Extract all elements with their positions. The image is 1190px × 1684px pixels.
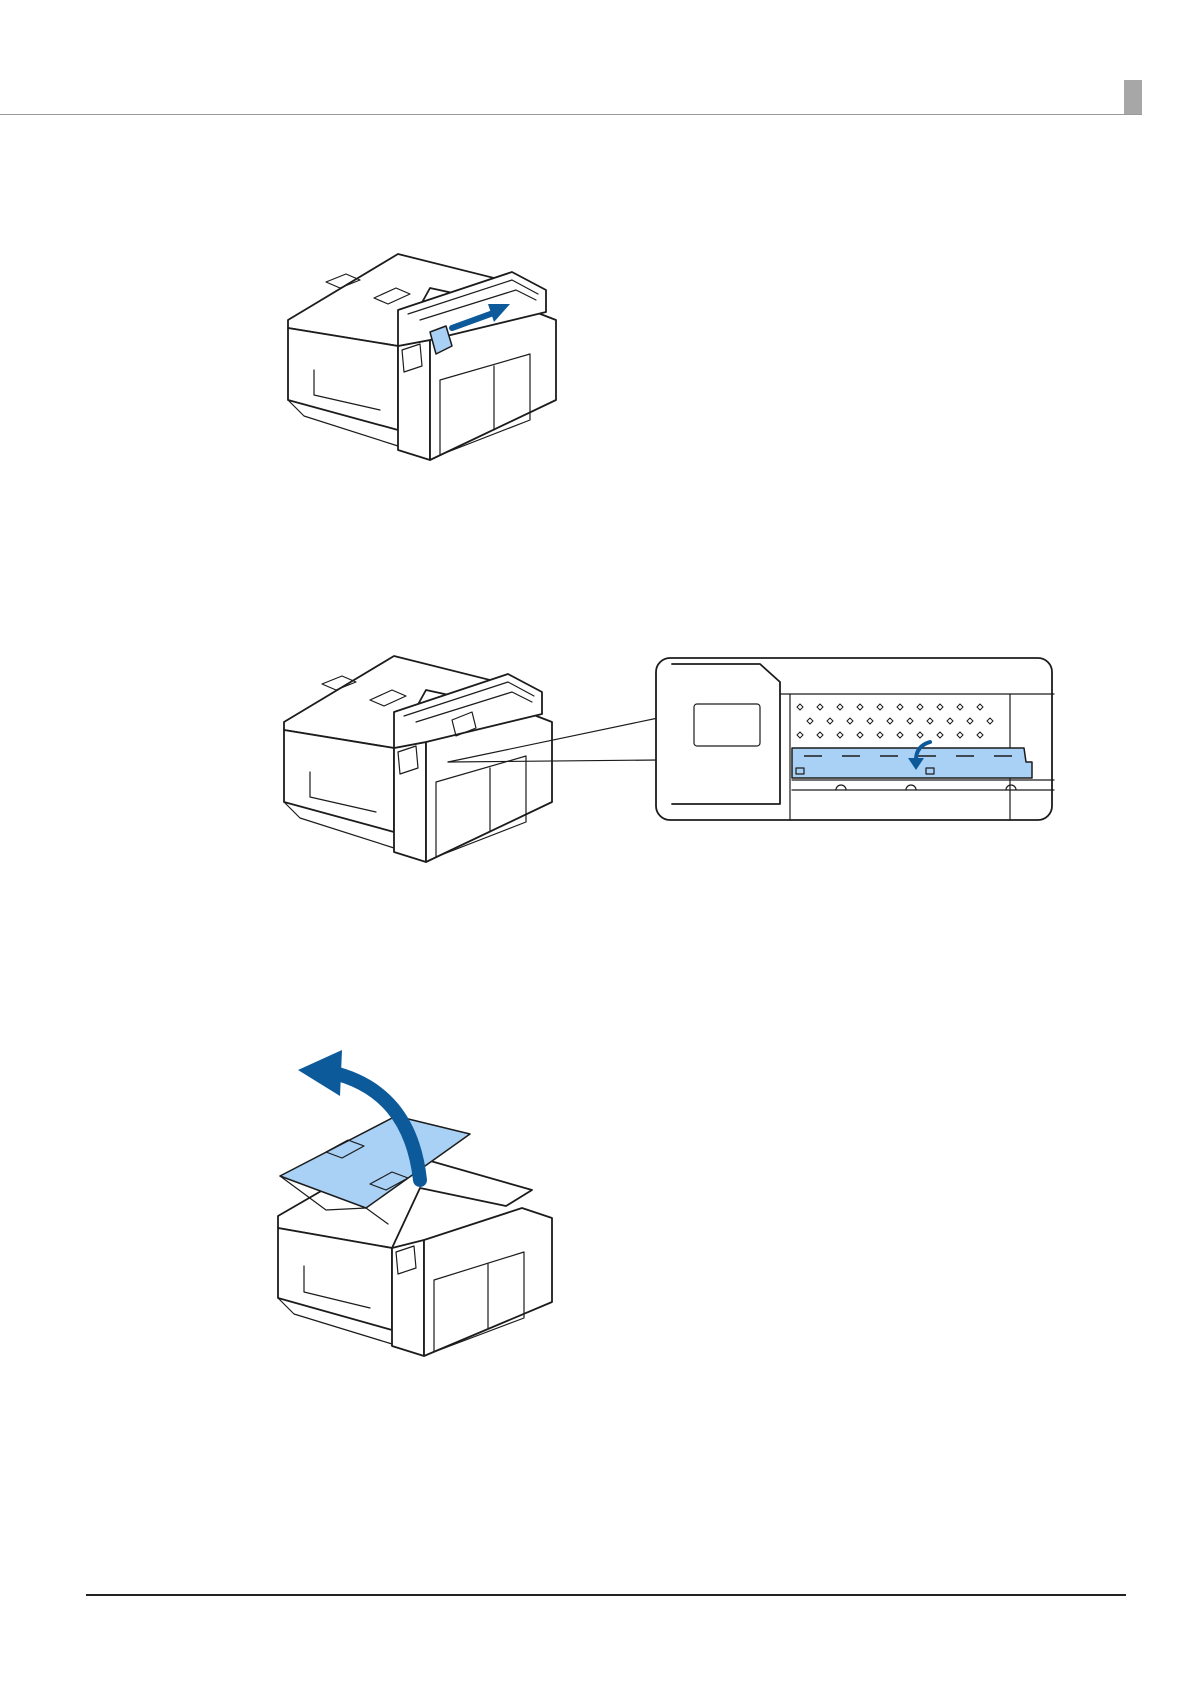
figure-1-printer-slide-illustration — [280, 250, 570, 480]
zoom-callout-frame — [656, 658, 1052, 820]
zoom-connector-lines — [440, 700, 670, 780]
lift-cover-arrow-icon — [298, 1050, 342, 1096]
printer-front-left — [288, 328, 398, 430]
zoom-callout-guide-detail — [654, 656, 1054, 822]
figure-3-printer-cover-illustration — [270, 1040, 570, 1360]
section-thumb-tab — [1124, 80, 1142, 114]
top-cover-highlight — [280, 1116, 470, 1208]
header-rule — [0, 114, 1142, 115]
footer-rule — [86, 1594, 1126, 1596]
